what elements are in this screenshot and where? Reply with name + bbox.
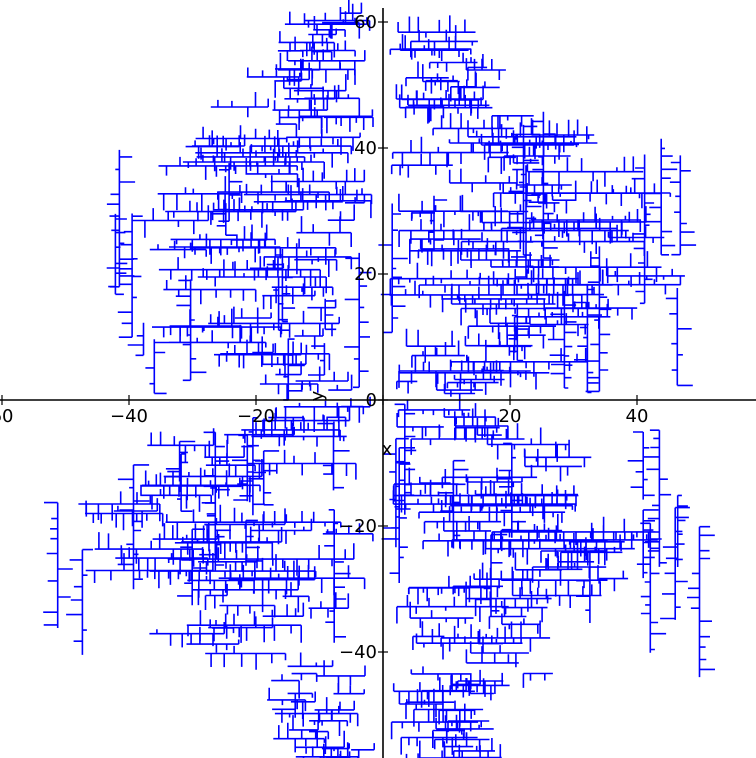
quadrant-upper-right bbox=[378, 15, 697, 410]
branch-path bbox=[378, 15, 697, 410]
y-tick-label: −40 bbox=[339, 642, 377, 663]
y-axis-label: y bbox=[307, 390, 328, 401]
y-tick-label: 40 bbox=[354, 138, 377, 159]
y-tick-label: 60 bbox=[354, 12, 377, 33]
quadrant-lower-right bbox=[381, 399, 715, 758]
x-tick-label: −20 bbox=[237, 406, 275, 427]
x-tick-label: 40 bbox=[626, 406, 649, 427]
quadrant-lower-left bbox=[43, 396, 375, 758]
x-tick-label: 20 bbox=[499, 406, 522, 427]
quadrant-upper-left bbox=[106, 0, 374, 401]
y-tick-label: −20 bbox=[339, 516, 377, 537]
axes bbox=[0, 8, 756, 758]
x-tick-label: 60 bbox=[0, 406, 13, 427]
branch-path bbox=[381, 399, 715, 758]
y-tick-label: 0 bbox=[366, 390, 377, 411]
branch-path bbox=[43, 396, 375, 758]
tick-labels: 60 −40 −20 20 40 60 40 20 0 −20 −40 x y bbox=[0, 12, 648, 663]
x-tick-label: −40 bbox=[110, 406, 148, 427]
branch-path bbox=[106, 0, 374, 401]
y-tick-label: 20 bbox=[354, 264, 377, 285]
aggregate-pattern bbox=[43, 0, 715, 758]
x-axis-label: x bbox=[382, 439, 393, 460]
